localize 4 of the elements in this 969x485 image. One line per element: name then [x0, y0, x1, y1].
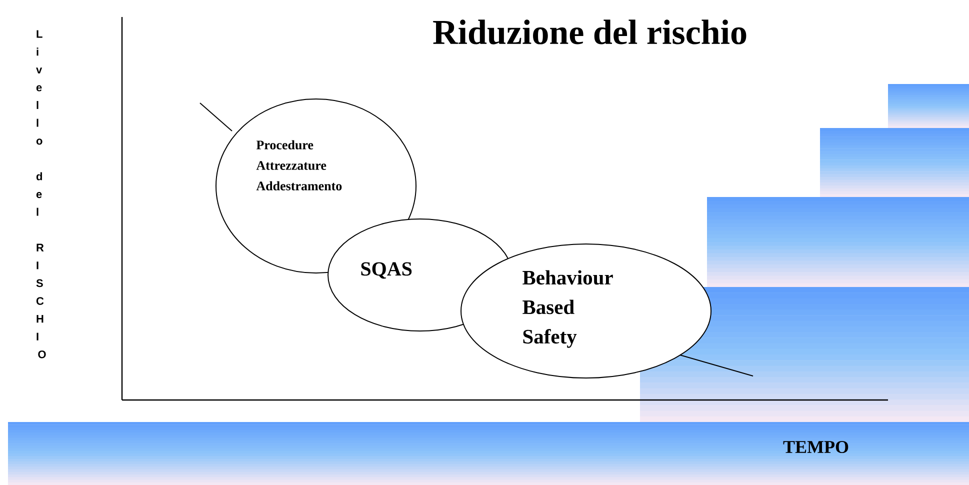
axis-label: Livello del RISCHIO — [36, 30, 46, 358]
axis-label: TEMPO — [783, 440, 848, 454]
title: Riduzione del rischio — [433, 20, 746, 44]
ellipse-node: Behaviour Based Safety — [460, 244, 712, 378]
